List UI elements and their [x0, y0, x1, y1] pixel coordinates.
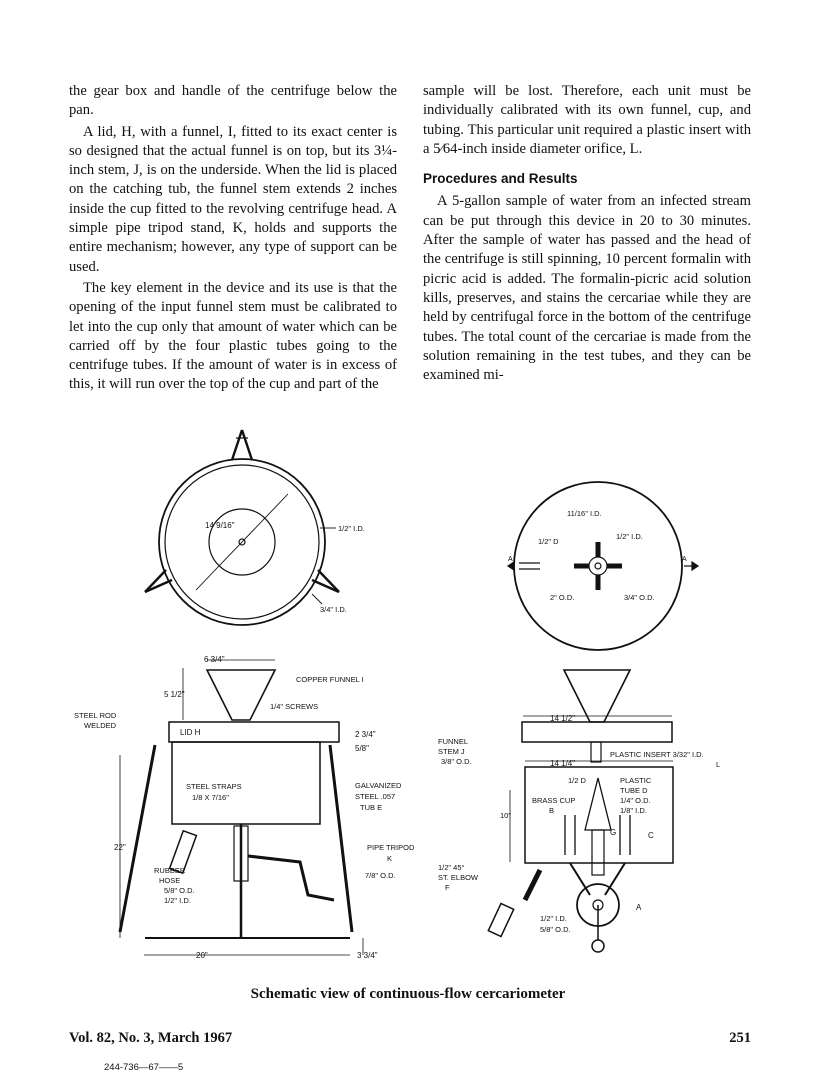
- tripod-od-label: 7/8" O.D.: [365, 871, 396, 880]
- pipe-top-label: 1/2" I.D.: [338, 524, 365, 533]
- print-code: 244-736—67——5: [104, 1062, 184, 1073]
- dim-label: 1/2" I.D.: [616, 532, 643, 541]
- dim-label: 3/4" O.D.: [624, 593, 655, 602]
- pipe-od-label: 5/8" O.D.: [540, 925, 571, 934]
- f-label: F: [445, 883, 450, 892]
- tub-width-label: 14 1/4": [550, 759, 575, 768]
- elbow-label: ST. ELBOW: [438, 873, 479, 882]
- dim-label: 2" O.D.: [550, 593, 574, 602]
- section-mark: A: [682, 556, 687, 563]
- elbow-size-label: 1/2" 45°: [438, 863, 465, 872]
- height-label: 22": [114, 843, 126, 852]
- hose-label: HOSE: [159, 876, 180, 885]
- right-text-column: sample will be lost. Therefore, each uni…: [423, 82, 751, 385]
- a-label: A: [636, 903, 642, 912]
- steel-label: STEEL .057: [355, 792, 395, 801]
- lid-thickness-label: 5/8": [355, 744, 369, 753]
- k-label: K: [387, 854, 392, 863]
- paragraph: A lid, H, with a funnel, I, fitted to it…: [69, 123, 397, 275]
- l-label: L: [716, 760, 720, 769]
- plan-view-tub: [144, 429, 340, 626]
- plastic-label: PLASTIC: [620, 776, 652, 785]
- stem-label: STEM J: [438, 747, 465, 756]
- tub-label: TUB E: [360, 803, 382, 812]
- tube-label: TUBE D: [620, 786, 648, 795]
- lid-height-label: 2 3/4": [355, 730, 376, 739]
- pipe-id-label: 1/2" I.D.: [540, 914, 567, 923]
- section-heading: Procedures and Results: [423, 171, 578, 187]
- side-view-right: [487, 669, 674, 953]
- pipe-bottom-label: 3/4" I.D.: [320, 605, 347, 614]
- base-width-label: 20": [196, 951, 208, 960]
- lid-label: LID H: [180, 728, 201, 737]
- side-view-left: [118, 659, 364, 956]
- b-label: B: [549, 806, 554, 815]
- brass-cup-label: BRASS CUP: [532, 796, 575, 805]
- paragraph: A 5-gallon sample of water from an infec…: [423, 193, 751, 384]
- g-label: G: [610, 828, 616, 837]
- welded-label: WELDED: [84, 721, 117, 730]
- paragraph: The key element in the device and its us…: [69, 279, 397, 393]
- funnel-label: FUNNEL: [438, 737, 468, 746]
- tube-id-label: 1/8" I.D.: [620, 806, 647, 815]
- issue-info: Vol. 82, No. 3, March 1967: [69, 1030, 233, 1046]
- lid-width-label: 14 1/2": [550, 714, 575, 723]
- insert-label: PLASTIC INSERT 3/32" I.D.: [610, 750, 704, 759]
- tube-od-label: 1/4" O.D.: [620, 796, 651, 805]
- height-label: 10": [500, 811, 511, 820]
- galvanized-label: GALVANIZED: [355, 781, 402, 790]
- plan-view-head: [506, 481, 700, 651]
- page-number: 251: [729, 1030, 751, 1046]
- paragraph: sample will be lost. Therefore, each uni…: [423, 83, 751, 157]
- section-mark: A: [508, 556, 513, 563]
- funnel-height-label: 5 1/2": [164, 690, 185, 699]
- paragraph: the gear box and handle of the centrifug…: [69, 83, 397, 119]
- stem-od-label: 3/8" O.D.: [441, 757, 472, 766]
- rubber-label: RUBBER: [154, 866, 186, 875]
- pipe-tripod-label: PIPE TRIPOD: [367, 843, 415, 852]
- straps-size-label: 1/8 X 7/16": [192, 793, 229, 802]
- copper-funnel-label: COPPER FUNNEL I: [296, 675, 364, 684]
- hose-od-label: 5/8" O.D.: [164, 886, 195, 895]
- d-label: 1/2 D: [568, 776, 587, 785]
- left-text-column: the gear box and handle of the centrifug…: [69, 82, 397, 395]
- diameter-label: 14 9/16": [205, 521, 235, 530]
- c-label: C: [648, 831, 654, 840]
- funnel-width-label: 6 3/4": [204, 655, 225, 664]
- dim-label: 1/2" D: [538, 537, 559, 546]
- hose-id-label: 1/2" I.D.: [164, 896, 191, 905]
- steel-rod-label: STEEL ROD: [74, 711, 117, 720]
- dim-label: 11/16" I.D.: [567, 509, 602, 518]
- leg-height-label: 3 3/4": [357, 951, 378, 960]
- straps-label: STEEL STRAPS: [186, 782, 242, 791]
- screws-label: 1/4" SCREWS: [270, 702, 318, 711]
- figure-caption: Schematic view of continuous-flow cercar…: [250, 986, 566, 1002]
